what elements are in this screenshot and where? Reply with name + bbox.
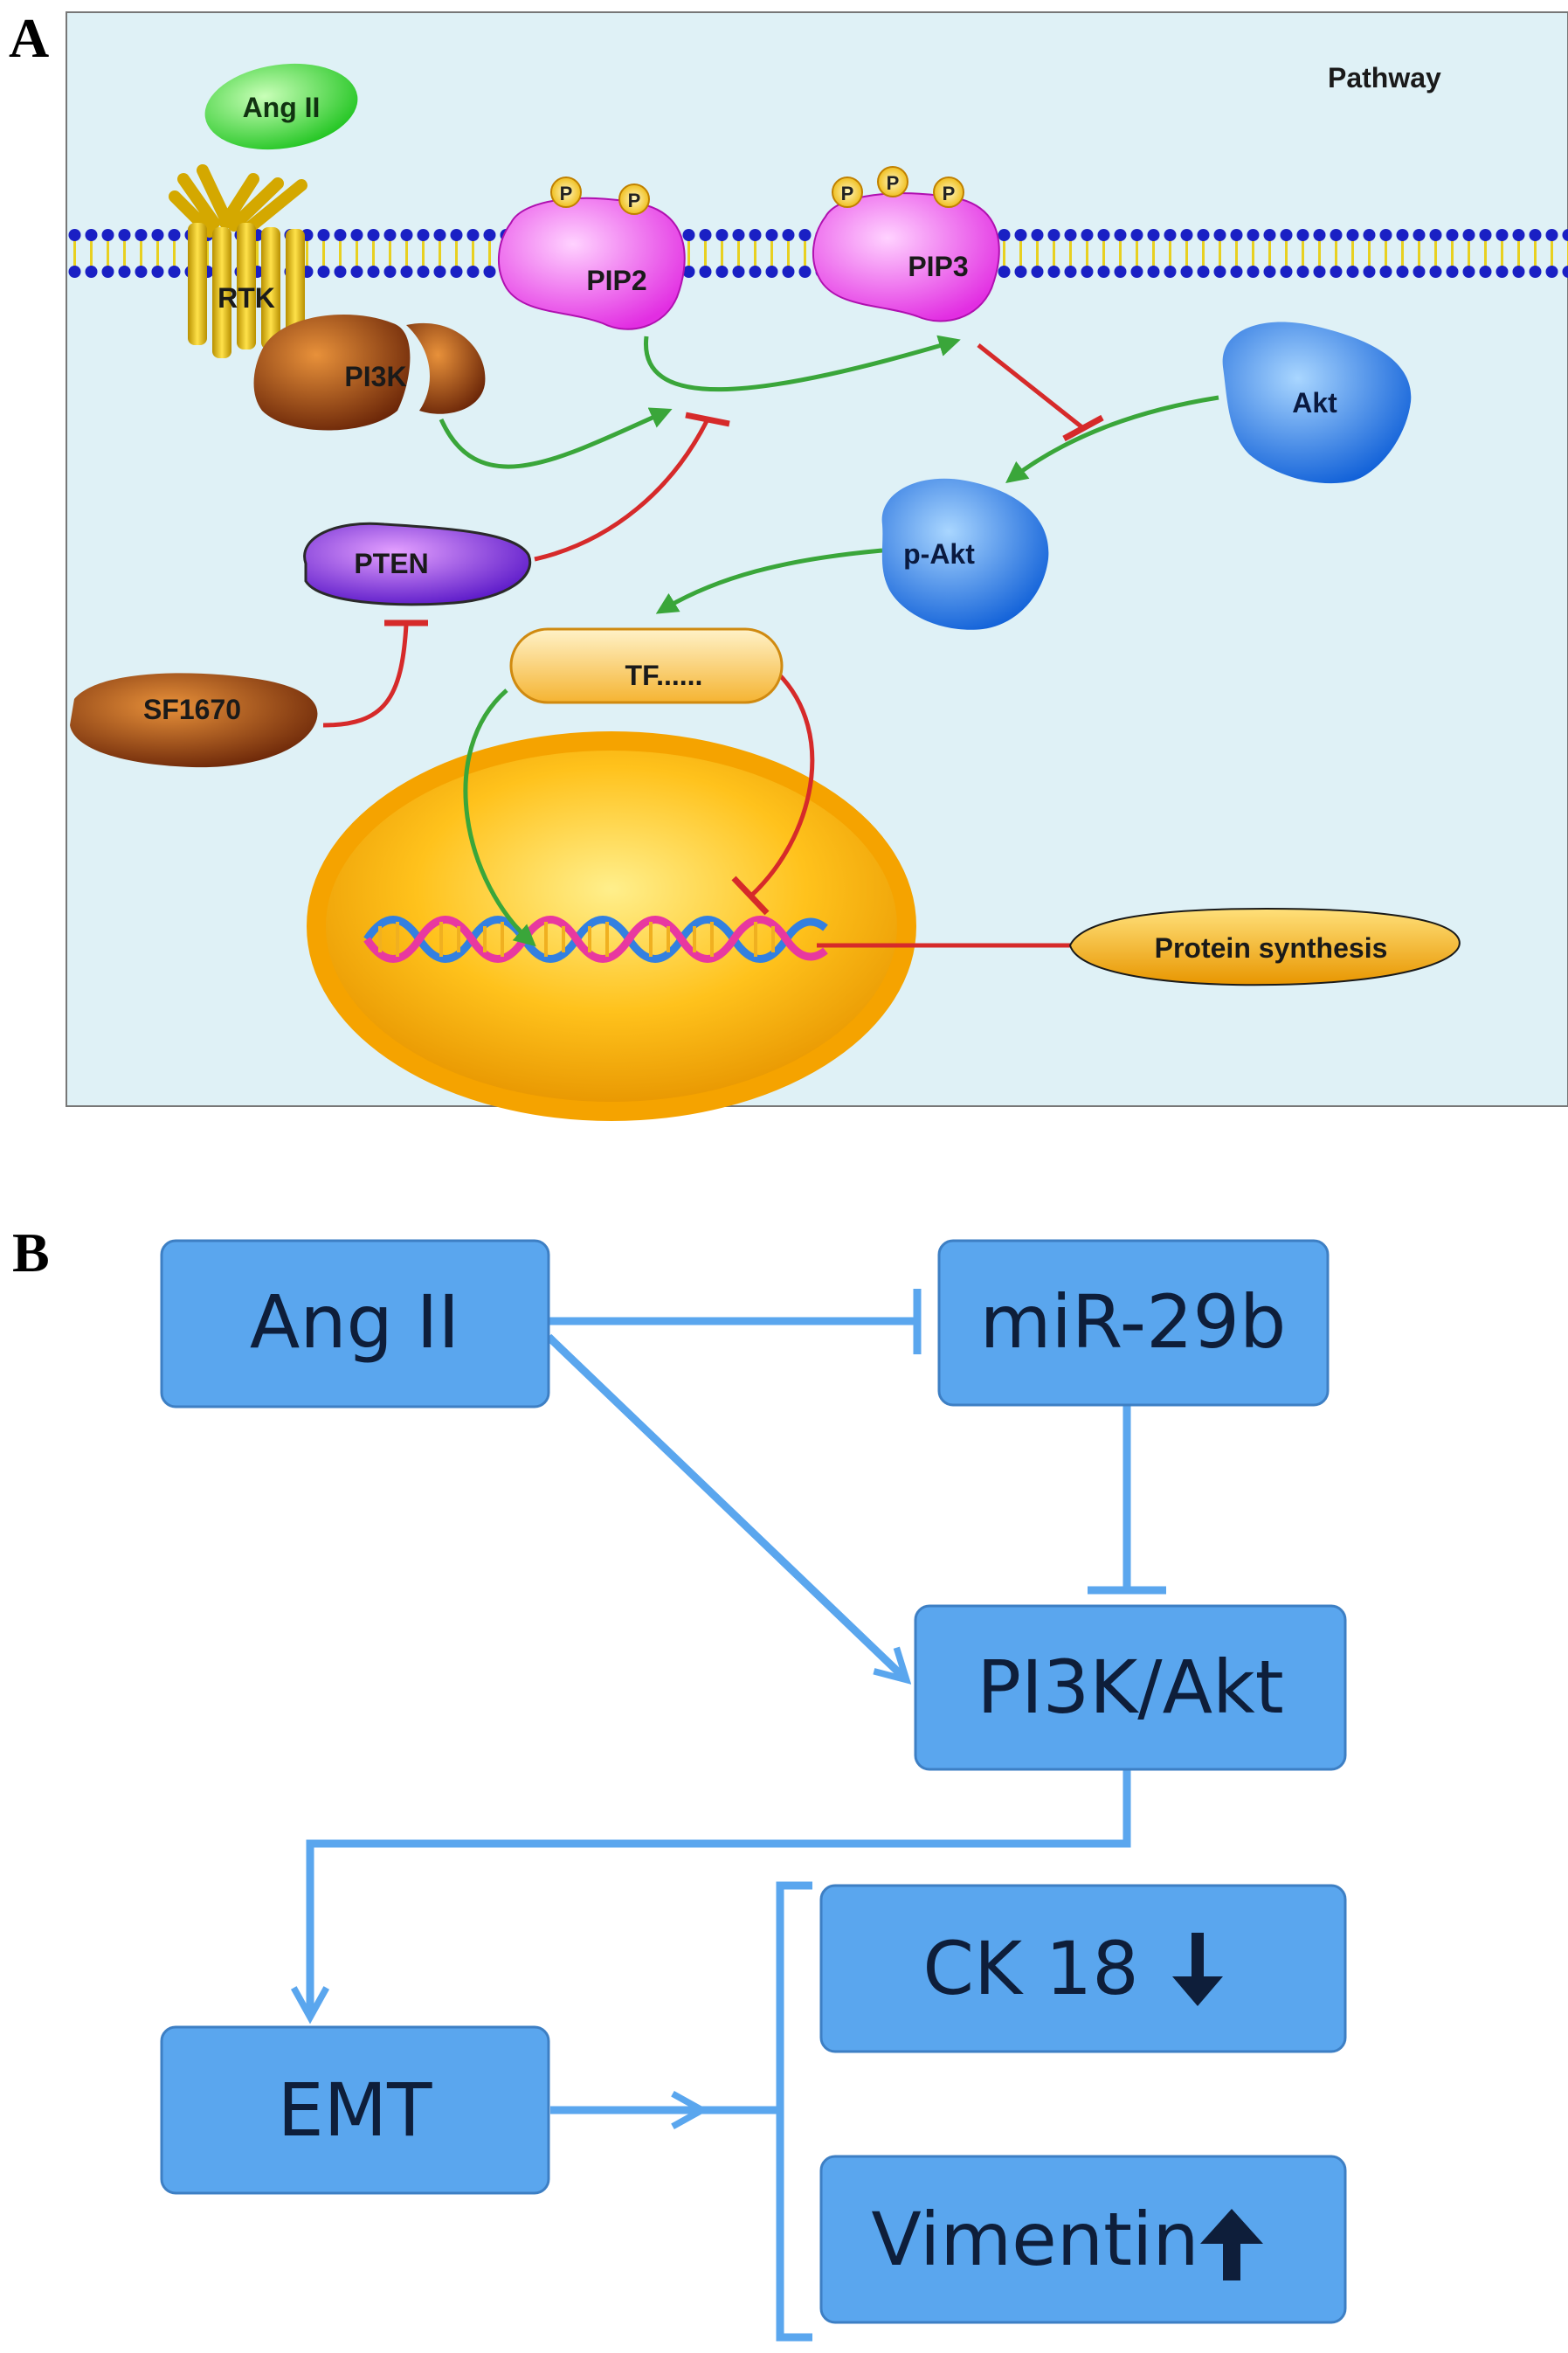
inhibit-tf-to-dna (749, 671, 815, 897)
box-ang2: Ang II (160, 1239, 550, 1408)
dna-helix-icon (363, 916, 828, 963)
pi3k-node: PI3K (253, 315, 486, 431)
akt-node: Akt (1222, 322, 1412, 484)
box-ang2-label: Ang II (250, 1279, 459, 1365)
pip2-node: PIP2 P P (497, 176, 686, 330)
box-vimentin-label: Vimentin (871, 2197, 1198, 2282)
pip3-label: PIP3 (908, 251, 968, 282)
pakt-node: p-Akt (881, 478, 1049, 630)
box-ck18-label: CK 18 (922, 1926, 1138, 2011)
inhibit-pip3-to-akt (977, 343, 1085, 430)
arrow-ang2-pi3k (545, 1333, 904, 1678)
phosphate-icon (933, 176, 964, 208)
pip3-node: PIP3 P P P (812, 166, 1000, 322)
phosphate-label: P (841, 183, 854, 204)
panel-b-letter: B (12, 1221, 50, 1284)
rtk-receptor-icon: RTK (169, 164, 307, 358)
tf-label: TF...... (625, 660, 703, 691)
box-emt: EMT (160, 2025, 550, 2195)
phosphate-icon (832, 176, 863, 208)
box-mir29b: miR-29b (937, 1239, 1330, 1407)
down-arrow-icon (1172, 1933, 1223, 2006)
up-arrow-icon (1200, 2209, 1263, 2280)
pakt-label: p-Akt (903, 538, 975, 570)
pten-node: PTEN (303, 522, 532, 606)
tf-node: TF...... (509, 627, 784, 704)
box-vimentin: Vimentin (819, 2155, 1347, 2324)
box-emt-label: EMT (278, 2067, 433, 2153)
phosphate-label: P (887, 172, 900, 194)
arrow-akt-to-pakt (1005, 395, 1219, 484)
pten-label: PTEN (354, 548, 428, 579)
rtk-label: RTK (218, 282, 275, 314)
protein-synthesis-label: Protein synthesis (1155, 932, 1388, 964)
arrow-pi3k-to-pip2-step (439, 407, 673, 469)
phosphate-label: P (943, 183, 956, 204)
pi3k-label: PI3K (344, 361, 406, 392)
inhibit-pten-to-pip3-step (534, 418, 710, 562)
arrow-pip2-to-pip3 (644, 335, 961, 392)
arrow-tf-to-dna (463, 689, 536, 947)
pathway-title: Pathway (1328, 62, 1441, 93)
box-pi3k-akt: PI3K/Akt (914, 1604, 1347, 1771)
panel-a-letter: A (9, 7, 49, 69)
box-mir29b-label: miR-29b (980, 1279, 1287, 1365)
inhibit-sf1670-to-pten (322, 624, 409, 728)
phosphate-icon (877, 166, 908, 197)
markers-bracket (776, 1881, 812, 2342)
box-ck18: CK 18 (819, 1884, 1347, 2053)
arrow-pi3k-emt (310, 1769, 1131, 2014)
sf1670-node: SF1670 (70, 673, 318, 768)
phosphate-label: P (560, 183, 573, 204)
phosphate-icon (550, 176, 582, 208)
phosphate-icon (618, 183, 650, 215)
akt-label: Akt (1292, 387, 1337, 419)
arrow-pakt-to-tf (655, 548, 883, 614)
phosphate-label: P (628, 190, 641, 211)
protein-synthesis-node: Protein synthesis (1068, 907, 1461, 986)
box-pi3k-akt-label: PI3K/Akt (977, 1644, 1283, 1730)
ang2-node: Ang II (204, 63, 358, 150)
ang2-label: Ang II (243, 92, 321, 123)
pip2-label: PIP2 (586, 265, 646, 296)
sf1670-label: SF1670 (143, 694, 241, 725)
